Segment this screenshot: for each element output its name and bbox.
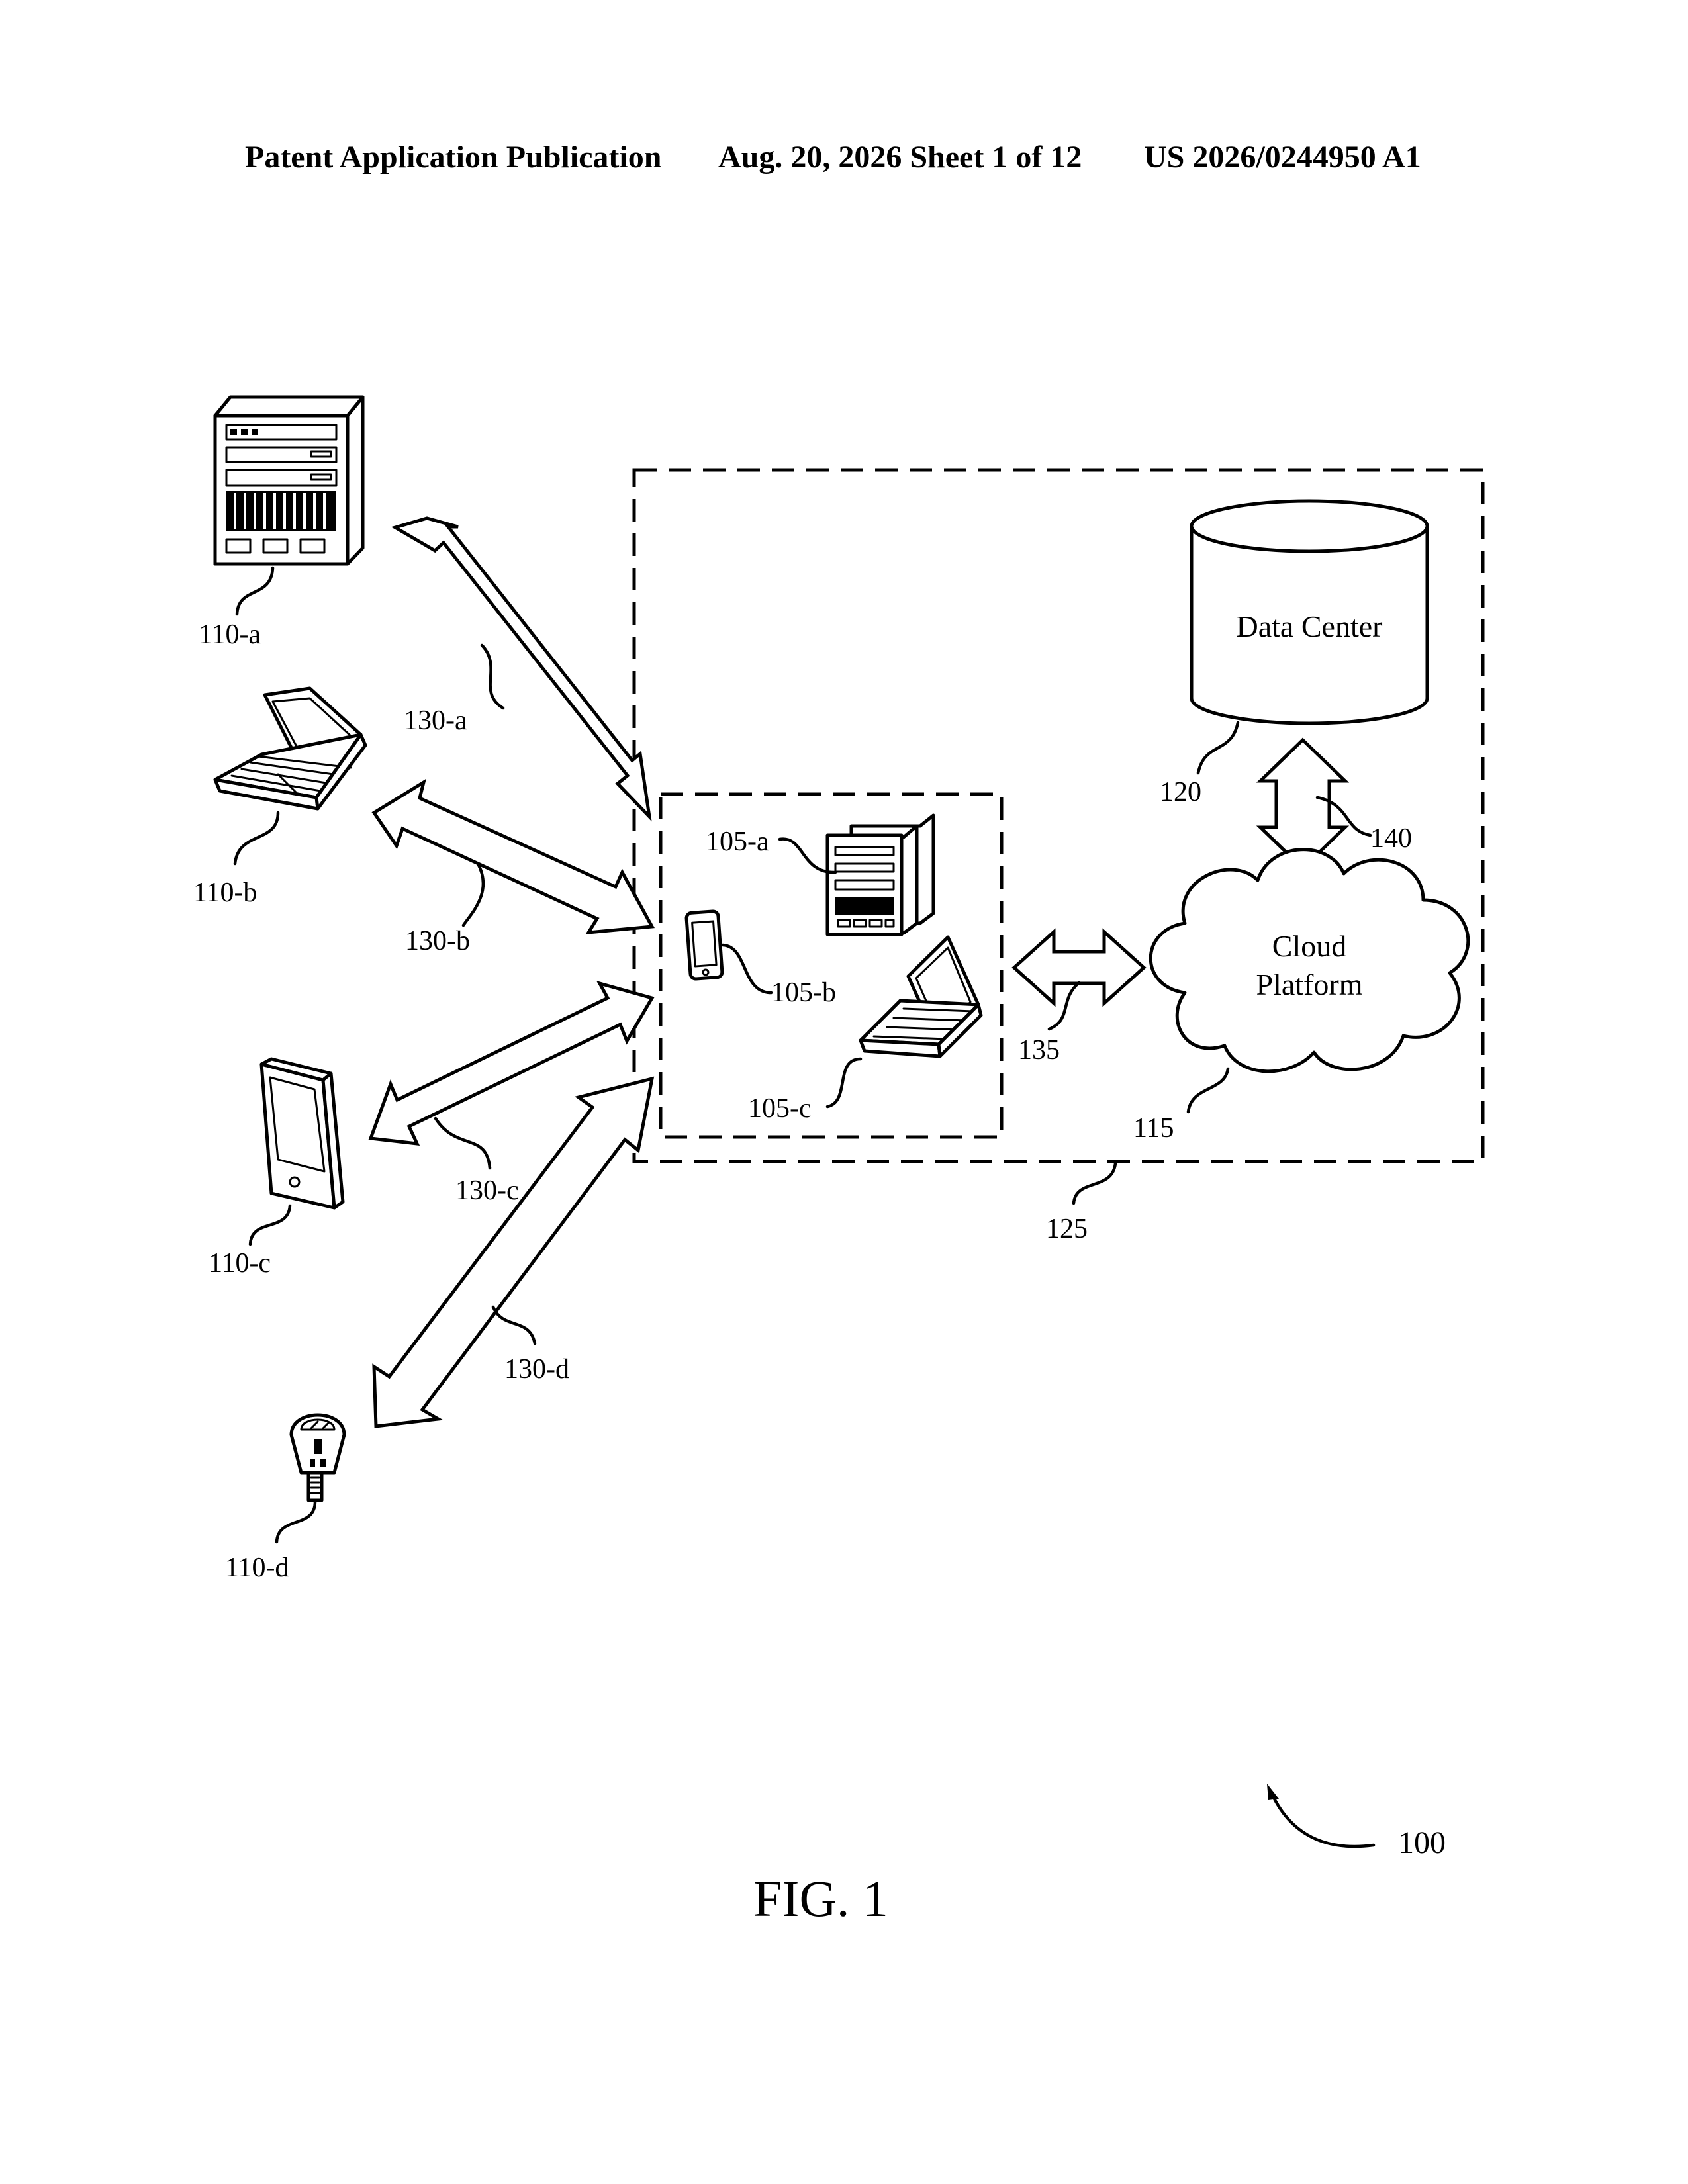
parking-meter-icon-110d [291, 1415, 344, 1500]
data-center-label: Data Center [1237, 610, 1383, 643]
arrow-130b [374, 782, 652, 933]
arrow-130a [395, 518, 649, 817]
ref-110d: 110-d [225, 1553, 289, 1583]
cloud-label-line1: Cloud [1272, 929, 1346, 963]
leader-105c [827, 1059, 861, 1107]
ref-110c: 110-c [209, 1248, 271, 1279]
server-icon-110a [215, 397, 363, 564]
ref-120: 120 [1160, 777, 1201, 807]
ref-125: 125 [1046, 1214, 1088, 1244]
cloud-label-line2: Platform [1256, 968, 1363, 1001]
laptop-icon-105c [861, 937, 981, 1056]
leader-110b [235, 813, 278, 864]
ref-105b: 105-b [771, 978, 836, 1008]
ref-140: 140 [1370, 823, 1412, 854]
phone-icon-105b [686, 911, 723, 979]
server-icon-105a [827, 815, 933, 934]
ref-105c: 105-c [748, 1093, 812, 1124]
ref-100: 100 [1398, 1825, 1446, 1860]
ref-115: 115 [1133, 1113, 1174, 1144]
leader-130a [482, 645, 503, 708]
leader-115 [1188, 1069, 1228, 1112]
ref-130c: 130-c [455, 1175, 519, 1206]
leader-110d [277, 1502, 315, 1542]
leader-110a [237, 568, 273, 614]
ref-110a: 110-a [199, 619, 261, 650]
ref-130b: 130-b [405, 926, 470, 956]
ref-130a: 130-a [404, 705, 467, 736]
leader-130b [463, 864, 483, 925]
ref-135: 135 [1018, 1035, 1060, 1066]
leader-130d [493, 1307, 535, 1343]
leader-110c [250, 1206, 290, 1244]
laptop-icon-110b [215, 688, 365, 809]
leader-100-arrowhead [1267, 1784, 1279, 1800]
ref-105a: 105-a [706, 827, 769, 857]
data-center-cylinder: Data Center [1192, 501, 1427, 723]
ref-130d: 130-d [504, 1354, 569, 1385]
leader-100 [1272, 1795, 1374, 1846]
tablet-icon-110c [261, 1059, 343, 1208]
arrow-135 [1014, 932, 1144, 1003]
ref-110b: 110-b [193, 878, 257, 908]
leader-125 [1074, 1163, 1115, 1203]
leader-130c [436, 1118, 490, 1168]
leader-120 [1198, 723, 1238, 773]
cloud-platform: Cloud Platform [1150, 850, 1468, 1071]
leader-105b [723, 945, 771, 993]
figure-caption: FIG. 1 [753, 1870, 888, 1927]
